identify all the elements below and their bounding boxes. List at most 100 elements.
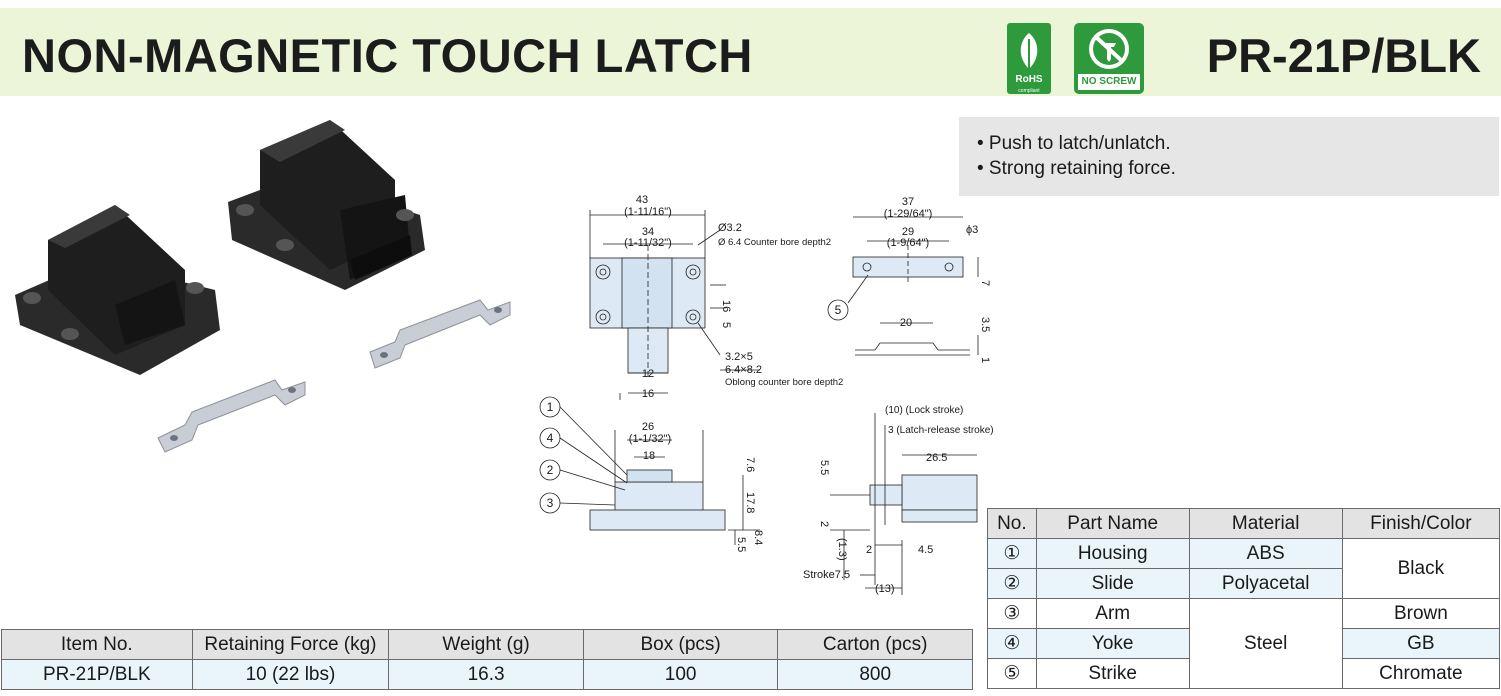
col-weight: Weight (g) <box>388 629 584 660</box>
callout-2: 2 <box>547 463 554 477</box>
part-no: ③ <box>987 598 1037 629</box>
dim-side-13w: (13) <box>875 583 895 595</box>
dim-strike-37-in: (1-29/64") <box>884 208 933 220</box>
dim-strike-hole: ϕ3 <box>966 224 978 236</box>
callout-3: 3 <box>547 496 554 510</box>
header-bar: NON-MAGNETIC TOUCH LATCH RoHS compliant … <box>0 8 1501 96</box>
dim-front-178: 17.8 <box>744 492 756 513</box>
dim-release-stroke: 3 (Latch-release stroke) <box>888 425 994 436</box>
part-no: ④ <box>987 628 1037 659</box>
parts-header-row: No. Part Name Material Finish/Color <box>987 508 1501 539</box>
dim-strike-37: 37 <box>902 196 914 208</box>
no-screw-badge: NO SCREW <box>1074 23 1144 94</box>
part-finish: Black <box>1341 538 1501 599</box>
part-name: Slide <box>1035 568 1190 599</box>
callout-1: 1 <box>547 400 554 414</box>
dim-top-43: 43 <box>636 194 648 206</box>
dim-slot-note: Oblong counter bore depth2 <box>725 377 843 388</box>
latch-body-right <box>228 120 425 290</box>
col-finish: Finish/Color <box>1341 508 1501 539</box>
feature-item: • Strong retaining force. <box>977 158 1176 179</box>
dim-front-76: 7.6 <box>744 457 756 472</box>
dim-strike-35: 3.5 <box>979 317 991 332</box>
dim-top-43-in: (1-11/16") <box>624 206 672 218</box>
dim-side-2: 2 <box>818 521 830 527</box>
dim-side-55: 5.5 <box>818 460 830 475</box>
features-box: • Push to latch/unlatch. • Strong retain… <box>959 117 1499 196</box>
col-item-no: Item No. <box>1 629 193 660</box>
spec-retaining-force: 10 (22 lbs) <box>191 659 390 690</box>
no-screw-icon <box>1089 29 1129 69</box>
dim-side-stroke: Stroke7.5 <box>803 569 850 581</box>
dim-lock-stroke: (10) (Lock stroke) <box>885 405 963 416</box>
top-view <box>589 210 760 400</box>
side-view <box>830 413 978 595</box>
part-name: Housing <box>1035 538 1190 569</box>
dim-top-16-bottom: 16 <box>642 388 654 400</box>
strike-plate-left <box>157 379 306 453</box>
dim-top-5: 5 <box>720 322 732 328</box>
no-screw-label: NO SCREW <box>1078 74 1140 90</box>
col-carton: Carton (pcs) <box>777 629 973 660</box>
part-finish: GB <box>1341 628 1501 659</box>
latch-body-left <box>15 205 220 375</box>
part-material: ABS <box>1188 538 1343 569</box>
spec-weight: 16.3 <box>388 659 584 690</box>
dim-side-265: 26.5 <box>926 452 947 464</box>
model-number: PR-21P/BLK <box>1206 29 1481 82</box>
spec-header-row: Item No. Retaining Force (kg) Weight (g)… <box>1 629 973 660</box>
dim-top-16: 16 <box>720 300 732 312</box>
dim-counterbore: Ø 6.4 Counter bore depth2 <box>718 237 831 248</box>
rohs-badge: RoHS compliant <box>1007 23 1051 94</box>
part-no: ① <box>987 538 1037 569</box>
col-retaining-force: Retaining Force (kg) <box>191 629 390 660</box>
rohs-label: RoHS <box>1015 74 1043 85</box>
table-row: ① Housing ABS Black <box>987 538 1501 599</box>
part-name: Arm <box>1035 598 1190 629</box>
part-finish: Chromate <box>1341 658 1501 689</box>
table-row: ⑤ Strike Chromate <box>987 658 1501 689</box>
dim-front-26-in: (1-1/32") <box>629 433 671 445</box>
strike-plate-right <box>369 299 511 369</box>
part-name: Yoke <box>1035 628 1190 659</box>
part-finish: Brown <box>1341 598 1501 629</box>
part-no: ⑤ <box>987 658 1037 689</box>
dim-side-45: 4.5 <box>918 544 933 556</box>
dim-top-34: 34 <box>642 226 654 238</box>
col-material: Material <box>1188 508 1343 539</box>
technical-drawing: 43 (1-11/16") 34 (1-11/32") Ø3.2 Ø 6.4 C… <box>539 194 994 595</box>
dim-top-12: 12 <box>642 368 654 380</box>
dim-top-34-in: (1-11/32") <box>624 237 672 249</box>
dim-slot-1: 3.2×5 <box>725 351 753 363</box>
dim-hole-32: Ø3.2 <box>718 222 742 234</box>
parts-table: No. Part Name Material Finish/Color ① Ho… <box>987 508 1501 689</box>
spec-table: Item No. Retaining Force (kg) Weight (g)… <box>1 629 973 690</box>
page-title: NON-MAGNETIC TOUCH LATCH <box>22 29 753 82</box>
dim-side-2h: 2 <box>866 544 872 556</box>
dim-side-13: (1.3) <box>836 538 848 561</box>
strike-view <box>827 216 979 356</box>
table-row: PR-21P/BLK 10 (22 lbs) 16.3 100 800 <box>1 659 973 690</box>
dim-strike-29-in: (1-9/64") <box>887 237 929 249</box>
spec-carton: 800 <box>777 659 973 690</box>
dim-slot-2: 6.4×8.2 <box>725 364 762 376</box>
table-row: ② Slide Polyacetal <box>987 568 1500 599</box>
col-no: No. <box>987 508 1037 539</box>
dim-strike-1: 1 <box>979 357 991 363</box>
rohs-sub-label: compliant <box>1018 88 1040 94</box>
dim-front-55: 5.5 <box>735 537 747 552</box>
part-name: Strike <box>1035 658 1190 689</box>
col-part-name: Part Name <box>1035 508 1190 539</box>
dim-strike-7: 7 <box>979 280 991 286</box>
table-row: ③ Arm Steel Brown <box>987 598 1501 689</box>
dim-strike-20: 20 <box>900 317 912 329</box>
callout-4: 4 <box>547 431 554 445</box>
dim-strike-29: 29 <box>902 226 914 238</box>
product-photo <box>15 120 511 453</box>
dim-front-18: 18 <box>643 450 655 462</box>
callout-5: 5 <box>835 303 842 317</box>
dim-front-26: 26 <box>642 421 654 433</box>
col-box: Box (pcs) <box>582 629 779 660</box>
part-material: Polyacetal <box>1188 568 1343 599</box>
front-view <box>539 396 760 545</box>
